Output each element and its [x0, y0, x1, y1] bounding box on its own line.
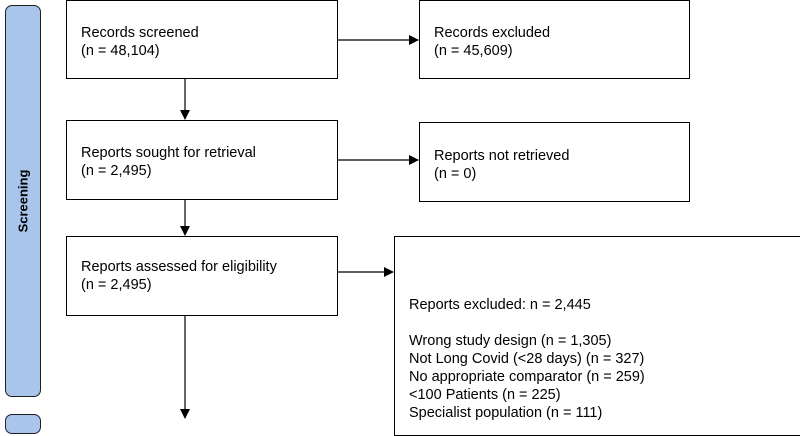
reports-assessed-box: Reports assessed for eligibility (n = 2,… — [66, 236, 338, 316]
reports-sought-count: (n = 2,495) — [81, 163, 152, 179]
reports-not-retrieved-title: Reports not retrieved — [434, 148, 570, 164]
exclusion-reason: Not Long Covid (<28 days) (n = 327) — [409, 351, 645, 367]
records-excluded-box: Records excluded (n = 45,609) — [419, 0, 690, 79]
reports-sought-box: Reports sought for retrieval (n = 2,495) — [66, 120, 338, 200]
exclusion-reason: No appropriate comparator (n = 259) — [409, 369, 645, 385]
records-excluded-title: Records excluded — [434, 25, 551, 41]
reports-excluded-box: Reports excluded: n = 2,445 Wrong study … — [394, 236, 800, 436]
exclusion-reason: Specialist population (n = 111) — [409, 405, 603, 421]
spacer — [409, 314, 799, 332]
reports-not-retrieved-box: Reports not retrieved (n = 0) — [419, 122, 690, 202]
records-screened-count: (n = 48,104) — [81, 43, 160, 59]
records-excluded-count: (n = 45,609) — [434, 43, 513, 59]
exclusion-reason: Wrong study design (n = 1,305) — [409, 333, 612, 349]
connectors — [180, 0, 419, 419]
records-screened-title: Records screened — [81, 25, 199, 41]
reports-assessed-count: (n = 2,495) — [81, 277, 152, 293]
phase-bar-screening: Screening — [5, 5, 41, 397]
records-screened-box: Records screened (n = 48,104) — [66, 0, 338, 79]
reports-sought-title: Reports sought for retrieval — [81, 145, 256, 161]
exclusion-reason: <100 Patients (n = 225) — [409, 387, 561, 403]
reports-excluded-title: Reports excluded: n = 2,445 — [409, 297, 591, 313]
reports-not-retrieved-count: (n = 0) — [434, 166, 477, 182]
reports-assessed-title: Reports assessed for eligibility — [81, 259, 277, 275]
